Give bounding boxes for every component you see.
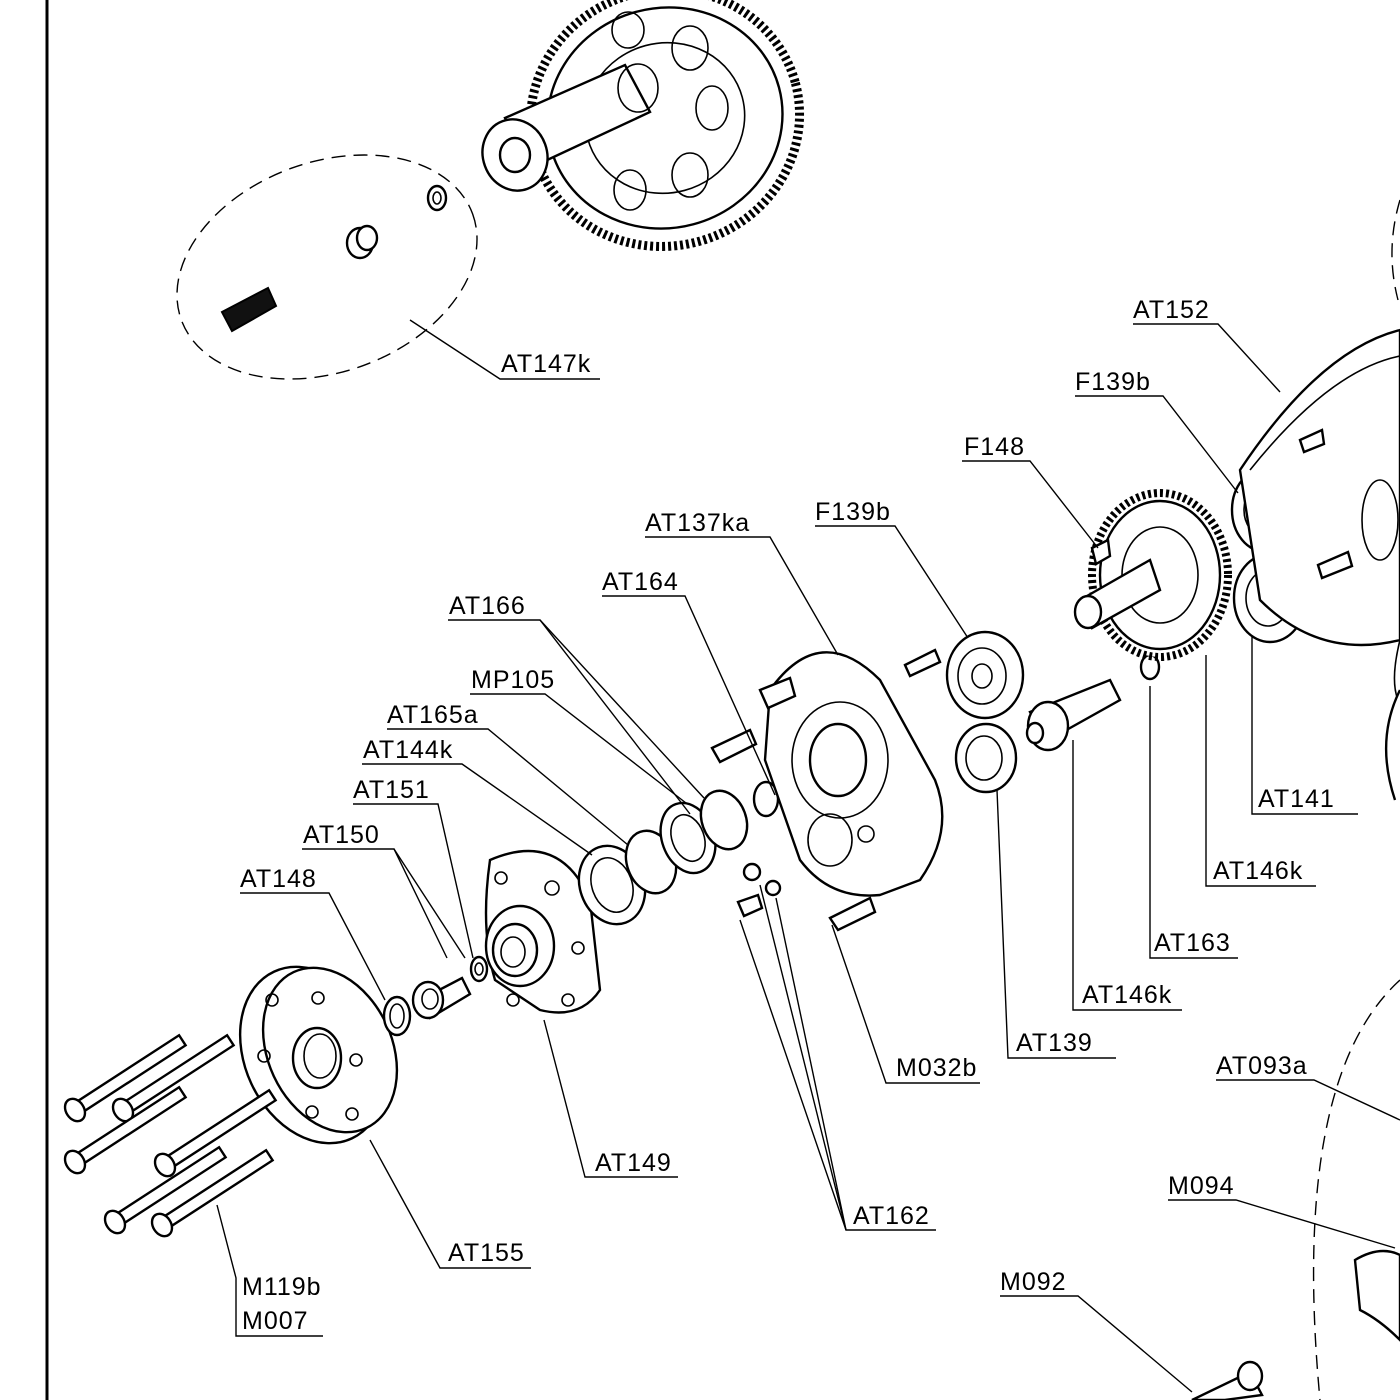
label-at146k-gear: AT146k bbox=[1213, 857, 1303, 885]
at137ka-housing bbox=[710, 648, 944, 932]
at147k-kit bbox=[176, 154, 478, 380]
at152-housing-right bbox=[1230, 328, 1400, 647]
seal-ring-stack bbox=[577, 780, 782, 926]
label-f139b: F139b bbox=[815, 498, 891, 526]
label-at146k-pinion: AT146k bbox=[1082, 981, 1172, 1009]
label-at151: AT151 bbox=[353, 776, 430, 804]
label-f139b-top: F139b bbox=[1075, 368, 1151, 396]
label-f148: F148 bbox=[964, 433, 1025, 461]
bearings-and-pinion bbox=[945, 630, 1161, 794]
label-m092: M092 bbox=[1000, 1268, 1067, 1296]
label-at166: AT166 bbox=[449, 592, 526, 620]
at155-disc bbox=[238, 965, 399, 1145]
label-m094: M094 bbox=[1168, 1172, 1235, 1200]
right-edge-parts bbox=[1191, 199, 1400, 1400]
part-labels: AT147k AT152 F139b F148 F139b AT137ka AT… bbox=[240, 296, 1335, 1335]
label-m119b: M119b bbox=[242, 1273, 322, 1301]
at146k-gear-assembly bbox=[1073, 489, 1232, 661]
label-at155: AT155 bbox=[448, 1239, 525, 1267]
label-at165a: AT165a bbox=[387, 701, 479, 729]
label-at093a: AT093a bbox=[1216, 1052, 1308, 1080]
label-at150: AT150 bbox=[303, 821, 380, 849]
at149-hub-plate bbox=[484, 849, 602, 1014]
label-at147k: AT147k bbox=[501, 350, 591, 378]
label-mp105: MP105 bbox=[471, 666, 555, 694]
label-m007: M007 bbox=[242, 1307, 309, 1335]
label-at137ka: AT137ka bbox=[645, 509, 750, 537]
label-at164: AT164 bbox=[602, 568, 679, 596]
label-at149: AT149 bbox=[595, 1149, 672, 1177]
label-at152: AT152 bbox=[1133, 296, 1210, 324]
label-m032b: M032b bbox=[896, 1054, 977, 1082]
clip-bushing-washer bbox=[382, 955, 489, 1037]
top-spur-gear-assembly bbox=[481, 0, 805, 251]
label-at162: AT162 bbox=[853, 1202, 930, 1230]
leader-lines bbox=[216, 319, 1400, 1393]
label-at139: AT139 bbox=[1016, 1029, 1093, 1057]
label-at141: AT141 bbox=[1258, 785, 1335, 813]
label-at163: AT163 bbox=[1154, 929, 1231, 957]
label-at144k: AT144k bbox=[363, 736, 453, 764]
label-at148: AT148 bbox=[240, 865, 317, 893]
cap-screws bbox=[63, 1033, 278, 1238]
